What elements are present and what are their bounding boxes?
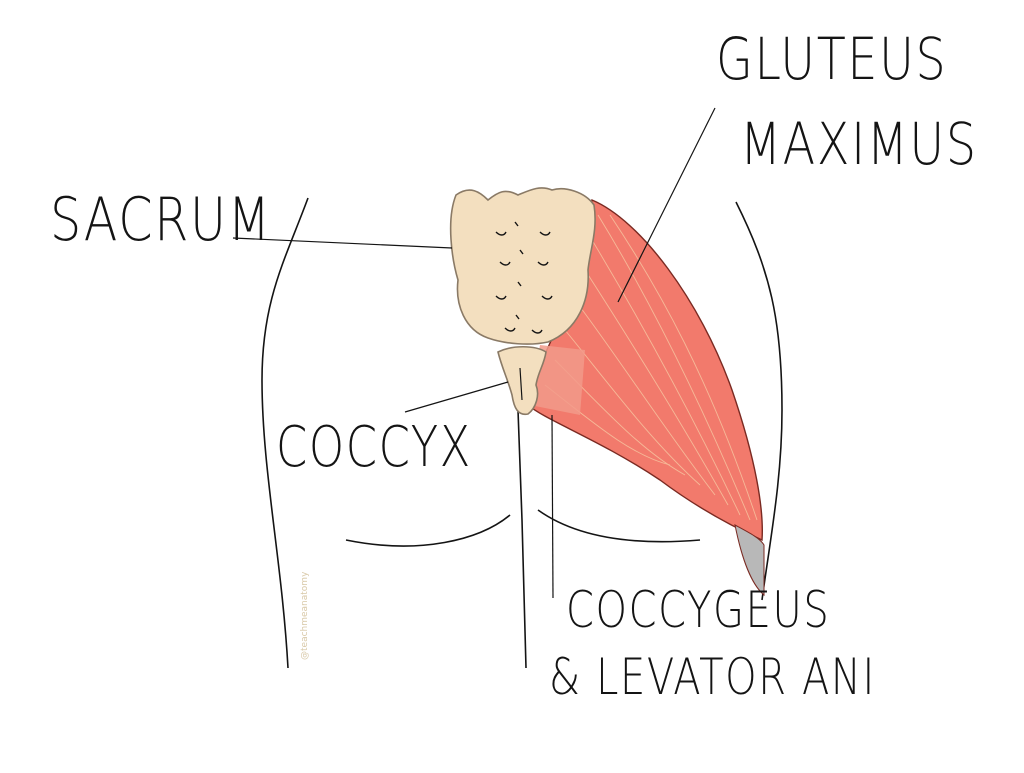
coccyx-leader: [404, 381, 509, 413]
gluteal-cleft: [517, 409, 527, 669]
coccyx-bone: [497, 345, 547, 416]
left-buttock-crease: [345, 514, 511, 547]
gluteus-label-line1: GLUTEUS: [716, 25, 948, 93]
watermark: @teachmeanatomy: [300, 571, 310, 660]
right-buttock-crease: [537, 509, 701, 543]
sacrum-label: SACRUM: [50, 185, 272, 255]
gluteus-leader: [617, 107, 716, 303]
coccyx-label: COCCYX: [276, 415, 472, 480]
right-hip-outline: [735, 201, 783, 601]
sacrum-bone: [449, 187, 596, 345]
left-hip-outline: [261, 197, 309, 669]
coccygeus-label-line1: COCCYGEUS: [566, 581, 831, 639]
coccygeus-label-line2: & LEVATOR ANI: [549, 648, 876, 706]
leader-lines: [232, 107, 716, 599]
sacral-foramina: [495, 221, 553, 334]
body-outline: [261, 197, 783, 669]
gluteal-tendon: [734, 524, 765, 597]
gluteus-label-line2: MAXIMUS: [740, 110, 978, 178]
sacrum-leader: [232, 237, 453, 249]
coccygeus-leader: [551, 414, 554, 599]
